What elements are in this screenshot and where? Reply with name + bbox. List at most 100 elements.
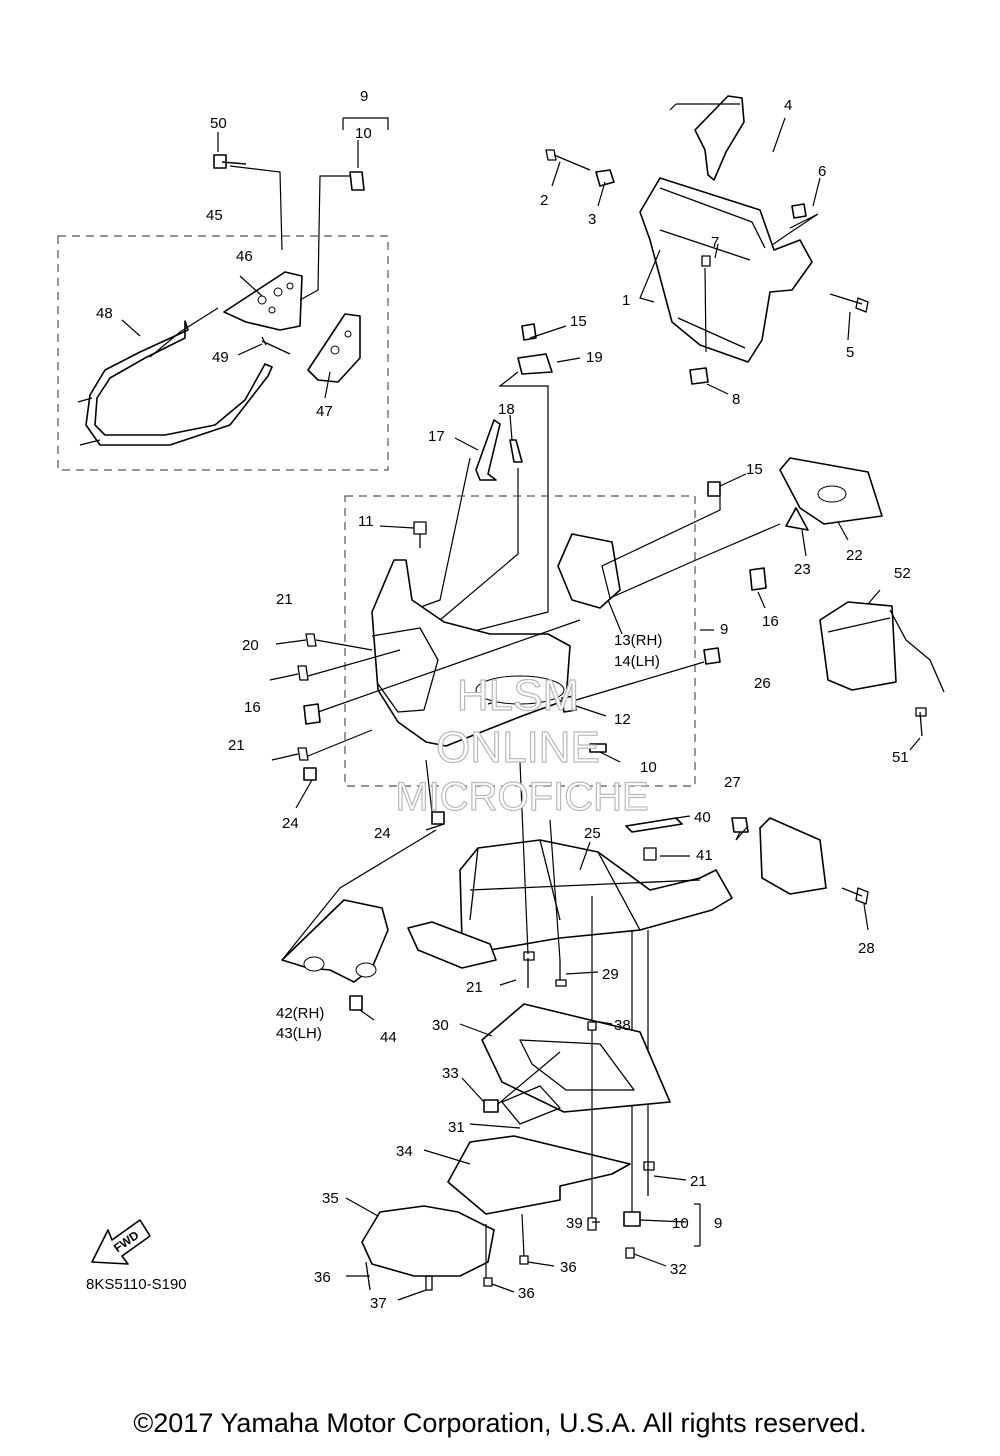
callout-9-bottom: 9 xyxy=(714,1215,722,1232)
callout-20: 20 xyxy=(242,637,259,654)
callout-43: 43(LH) xyxy=(276,1025,322,1042)
watermark: HLSM ONLINE MICROFICHE xyxy=(395,670,650,819)
watermark-line-3: MICROFICHE xyxy=(395,775,648,819)
callout-6: 6 xyxy=(818,163,826,180)
part-48-rail xyxy=(85,320,273,446)
callout-3: 3 xyxy=(588,211,596,228)
callout-33: 33 xyxy=(442,1065,459,1082)
part-36-bolt-b xyxy=(483,1277,493,1287)
callout-5: 5 xyxy=(846,344,854,361)
fwd-arrow: FWD xyxy=(91,1219,151,1265)
callout-26: 26 xyxy=(754,675,771,692)
callout-15-top: 15 xyxy=(570,313,587,330)
watermark-line-1: HLSM xyxy=(457,671,579,720)
part-23-bracket xyxy=(785,507,809,531)
part-16-block-left xyxy=(303,703,321,725)
callout-40: 40 xyxy=(694,809,711,826)
bracket-parts xyxy=(417,323,581,633)
callout-38: 38 xyxy=(614,1017,631,1034)
callout-21-b: 21 xyxy=(228,737,245,754)
callout-16-left: 16 xyxy=(244,699,261,716)
main-frame-group xyxy=(281,761,869,1212)
callout-10: 10 xyxy=(355,125,372,142)
skid-plate-group xyxy=(345,1003,701,1301)
part-29-bolt xyxy=(555,960,567,987)
callout-47: 47 xyxy=(316,403,333,420)
front-bumper-group xyxy=(545,95,869,395)
part-11-bolt xyxy=(413,521,427,548)
callout-24-a: 24 xyxy=(282,815,299,832)
callout-23: 23 xyxy=(794,561,811,578)
part-13-14-bracket xyxy=(557,533,621,609)
diagram-code: 8KS5110-S190 xyxy=(86,1276,187,1293)
part-21-rivet-c xyxy=(523,951,535,988)
part-10-clip-top xyxy=(349,171,365,191)
callout-12: 12 xyxy=(614,711,631,728)
part-4-bracket xyxy=(694,95,745,181)
part-18-pad xyxy=(509,439,523,463)
assembly-9-group xyxy=(269,457,883,831)
callout-7: 7 xyxy=(711,234,719,251)
callout-14: 14(LH) xyxy=(614,653,660,670)
part-34-plate xyxy=(447,1135,631,1215)
callout-52: 52 xyxy=(894,565,911,582)
callout-1: 1 xyxy=(622,292,630,309)
part-15-nut-right xyxy=(707,481,721,497)
part-31-plate xyxy=(501,1085,561,1125)
part-52-group xyxy=(819,589,945,751)
part-49-rivet xyxy=(261,336,291,355)
part-7-bolt xyxy=(701,255,711,267)
callout-17: 17 xyxy=(428,428,445,445)
callout-11: 11 xyxy=(358,513,374,530)
part-33-clip xyxy=(483,1099,499,1113)
part-51-rivet xyxy=(915,707,927,737)
part-5-bolt xyxy=(829,293,869,313)
callout-25: 25 xyxy=(584,825,601,842)
part-38-bolt xyxy=(587,1021,597,1031)
callout-42: 42(RH) xyxy=(276,1005,324,1022)
callout-45: 45 xyxy=(206,207,223,224)
callout-50: 50 xyxy=(210,115,227,132)
callout-37: 37 xyxy=(370,1295,387,1312)
callout-10-bottom: 10 xyxy=(672,1215,689,1232)
part-24-bolt-a xyxy=(303,767,317,781)
part-39-bolt xyxy=(587,1217,597,1231)
callout-36-a: 36 xyxy=(560,1259,577,1276)
callout-36-b: 36 xyxy=(518,1285,535,1302)
callout-28: 28 xyxy=(858,940,875,957)
part-2-bolt xyxy=(545,149,591,171)
part-44-nut xyxy=(349,995,363,1011)
watermark-line-2: ONLINE xyxy=(436,723,600,772)
callout-16-right: 16 xyxy=(762,613,779,630)
part-30-plate xyxy=(481,1003,671,1113)
callout-49: 49 xyxy=(212,349,229,366)
part-21-rivet-d xyxy=(643,1161,655,1196)
callout-18: 18 xyxy=(498,401,515,418)
part-26-nut xyxy=(703,647,721,665)
callout-2: 2 xyxy=(540,192,548,209)
part-28-bolt xyxy=(841,887,869,905)
callout-4: 4 xyxy=(784,97,792,114)
callout-31: 31 xyxy=(448,1119,465,1136)
part-16-block-right xyxy=(749,567,767,591)
callout-51: 51 xyxy=(892,749,909,766)
part-35-guard xyxy=(361,1205,495,1277)
part-32-bolt xyxy=(625,1247,635,1259)
part-25-frame xyxy=(459,839,733,951)
copyright-notice: ©2017 Yamaha Motor Corporation, U.S.A. A… xyxy=(133,1408,867,1438)
part-50-bolt xyxy=(213,154,247,169)
callout-46: 46 xyxy=(236,248,253,265)
part-36-bolt-a xyxy=(519,1255,529,1265)
part-10-clip-mid xyxy=(589,743,607,753)
callout-13: 13(RH) xyxy=(614,632,662,649)
callout-22: 22 xyxy=(846,547,863,564)
callout-15-right: 15 xyxy=(746,461,763,478)
callout-9-right: 9 xyxy=(720,621,728,638)
part-52-panel xyxy=(819,601,897,691)
callout-48: 48 xyxy=(96,305,113,322)
part-37-bolt xyxy=(425,1275,433,1291)
part-3-nut xyxy=(595,169,615,187)
callout-27: 27 xyxy=(724,774,741,791)
part-8-nut xyxy=(689,367,709,385)
